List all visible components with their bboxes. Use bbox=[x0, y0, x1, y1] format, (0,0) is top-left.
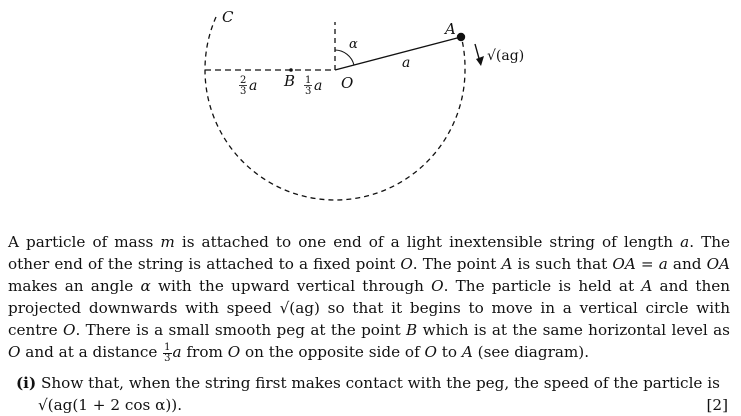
part-i-text: Show that, when the string first makes c… bbox=[36, 374, 720, 392]
particle-A bbox=[456, 32, 466, 42]
circle-path-dashed bbox=[204, 16, 466, 201]
part-i-answer: √(ag(1 + 2 cos α)). bbox=[38, 396, 183, 414]
mechanics-diagram: C A α a √(ag) B O 2 3 a 1 3 a bbox=[204, 8, 524, 201]
label-a-OA: a bbox=[402, 55, 410, 71]
label-C: C bbox=[222, 8, 234, 26]
part-i-label: (i) bbox=[16, 374, 37, 392]
frac-two-thirds-a: a bbox=[249, 78, 257, 94]
frac-one-third-a: a bbox=[314, 78, 322, 94]
speed-expression: √(ag) bbox=[279, 299, 320, 317]
string-OA bbox=[334, 36, 462, 71]
frac-two-thirds-den: 3 bbox=[240, 86, 246, 97]
question-part-i: (i) Show that, when the string first mak… bbox=[16, 372, 728, 416]
marks-badge: [2] bbox=[706, 396, 728, 414]
velocity-arrow-head bbox=[476, 56, 484, 66]
label-A: A bbox=[443, 20, 456, 38]
label-B: B bbox=[283, 72, 295, 90]
frac-two-thirds-num: 2 bbox=[240, 75, 246, 86]
peg-B bbox=[289, 68, 293, 72]
label-alpha: α bbox=[349, 37, 358, 52]
problem-statement: A particle of mass m is attached to one … bbox=[8, 233, 731, 364]
frac-one-third-num: 1 bbox=[305, 75, 311, 86]
frac-one-third-den: 3 bbox=[305, 86, 311, 97]
part-i-line: (i) Show that, when the string first mak… bbox=[16, 372, 728, 394]
label-O: O bbox=[341, 74, 353, 92]
angle-arc bbox=[334, 49, 355, 66]
label-speed: √(ag) bbox=[487, 48, 524, 64]
